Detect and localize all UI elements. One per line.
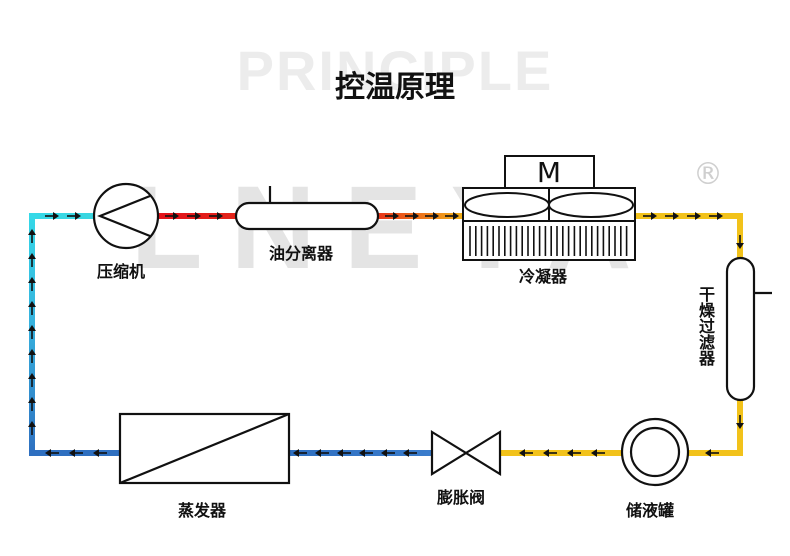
evaporator-label: 蒸发器 <box>178 497 226 521</box>
receiver-label: 储液罐 <box>626 497 674 521</box>
dryer-filter-label: 干燥过滤器 <box>693 286 717 366</box>
compressor-symbol <box>94 184 158 248</box>
oil-separator-label: 油分离器 <box>269 240 333 264</box>
evaporator-symbol <box>120 414 289 483</box>
condenser-label: 冷凝器 <box>519 263 567 287</box>
condenser-motor-label: M <box>537 156 561 189</box>
page-title: 控温原理 <box>0 62 790 106</box>
compressor-label: 压缩机 <box>97 258 145 282</box>
registered-mark: ® <box>693 157 723 192</box>
pipe-top-left <box>29 213 95 219</box>
dryer-filter-symbol <box>727 258 772 400</box>
expansion-valve-symbol <box>432 432 500 474</box>
expansion-valve-label: 膨胀阀 <box>437 484 485 508</box>
receiver-symbol <box>622 419 688 485</box>
